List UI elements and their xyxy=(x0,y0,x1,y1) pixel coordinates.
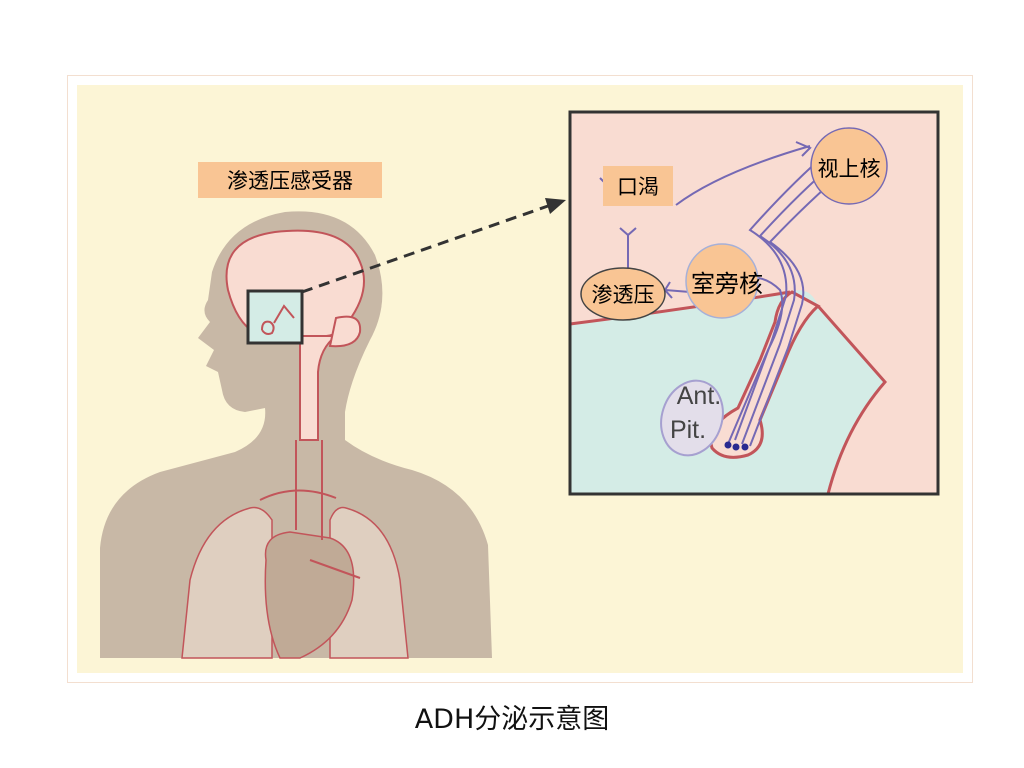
supraoptic-nucleus xyxy=(810,127,888,205)
axon-terminals xyxy=(724,441,749,451)
right-lung xyxy=(329,506,409,659)
left-lung xyxy=(181,506,273,659)
osmoreceptor-label: 渗透压感受器 xyxy=(198,162,382,198)
hypothalamus-focus-box xyxy=(246,289,304,345)
supraoptic-label: 视上核 xyxy=(818,157,881,181)
zoom-arrow-line xyxy=(301,204,549,294)
ant-pit-label-line2: Pit. xyxy=(670,416,706,444)
neural-stalk xyxy=(709,290,821,459)
heart xyxy=(264,531,355,659)
vessels xyxy=(259,440,361,579)
zoom-panel-border xyxy=(568,110,940,496)
zoom-panel-membrane xyxy=(569,290,887,495)
small-pituitary-stalk xyxy=(261,304,295,335)
zoom-panel-ventricle xyxy=(570,290,885,494)
paraventricular-label: 室旁核 xyxy=(691,270,763,298)
cerebellum xyxy=(328,315,362,348)
body-silhouette xyxy=(100,211,492,658)
zoom-arrow-head xyxy=(545,198,566,214)
paraventricular-nucleus xyxy=(685,243,759,319)
thirst-label: 口渴 xyxy=(603,166,673,206)
slide-frame xyxy=(67,75,973,683)
anterior-pituitary xyxy=(660,379,724,457)
figure-caption: ADH分泌示意图 xyxy=(414,704,610,735)
osmotic-pressure-nucleus xyxy=(580,267,666,321)
osmotic-pressure-label: 渗透压 xyxy=(592,283,655,307)
ant-pit-label-line1: Ant. xyxy=(677,382,721,410)
